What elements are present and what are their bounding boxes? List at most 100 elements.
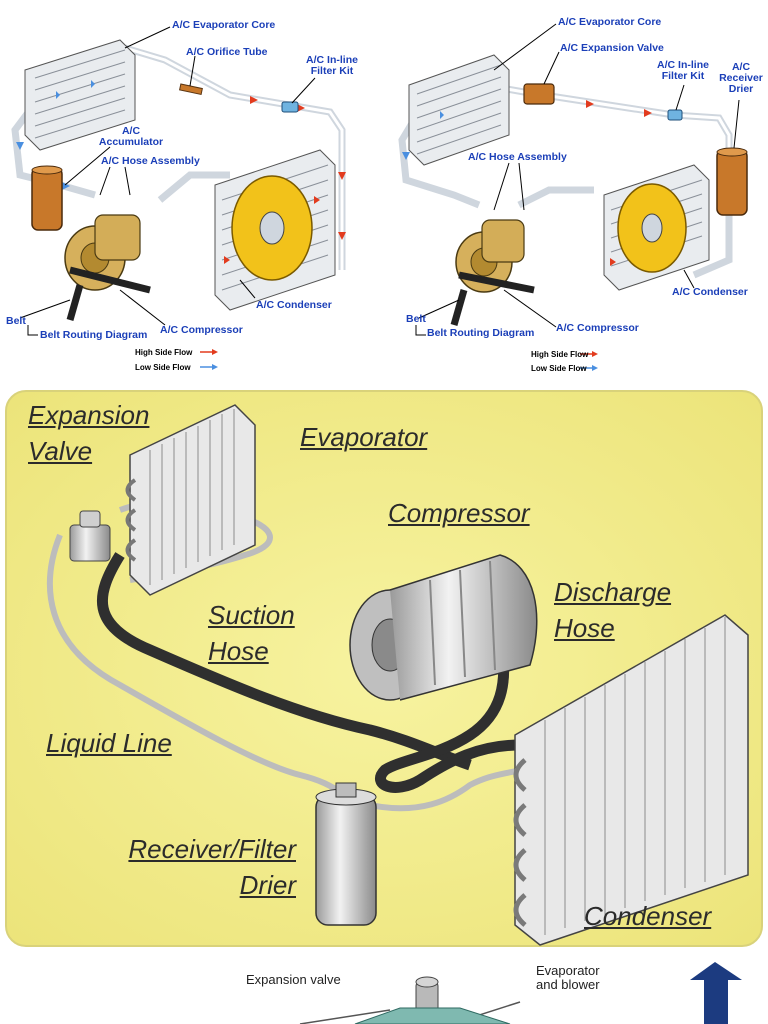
inline-filter	[667, 109, 683, 121]
airflow-arrow-icon	[690, 962, 742, 1024]
high-flow-arrow	[338, 172, 346, 180]
legend-high-arrow	[212, 349, 218, 355]
label-evaporator-core: A/C Evaporator Core	[172, 19, 276, 31]
leader-line-hose-assembly	[518, 162, 525, 211]
label-liquid-line: Liquid Line	[46, 728, 172, 758]
label-accumulator-line1: A/C	[121, 125, 141, 137]
label-inline-filter-line2: Filter Kit	[661, 70, 705, 82]
leader-line-evaporator-core	[493, 23, 557, 71]
leader-line-accumulator	[64, 146, 111, 186]
label-belt-routing-diagram: Belt Routing Diagram	[40, 329, 148, 341]
high-side-tube-highlight	[483, 83, 731, 150]
label-expansion-line1: Expansion	[28, 400, 150, 430]
condenser-outlet-tube	[692, 215, 733, 279]
leader-line-inline-filter	[675, 84, 685, 111]
discharge-tube	[517, 186, 594, 209]
legend-high-side-flow: High Side Flow	[531, 350, 589, 359]
label-inline-filter-kit: A/C In-line Filter Kit	[653, 60, 713, 82]
ac-system-drawing	[5, 390, 763, 947]
orifice-tube	[179, 83, 203, 96]
label-compressor: A/C Compressor	[556, 322, 639, 334]
condenser	[513, 614, 749, 946]
compressor	[64, 214, 151, 321]
leader-line-expansion-valve	[299, 1009, 391, 1024]
label-receiver-line1: Receiver/Filter	[128, 834, 296, 864]
label-condenser: Condenser	[584, 901, 712, 931]
label-suction-hose: Suction Hose	[208, 597, 295, 669]
compressor	[349, 554, 538, 701]
low-flow-arrow	[402, 152, 410, 160]
low-side-tube	[11, 107, 96, 199]
evaporator-core	[24, 39, 136, 151]
leader-line-orifice-tube	[189, 55, 196, 87]
condenser	[214, 149, 336, 311]
compressor	[450, 219, 535, 326]
legend-high-side-flow: High Side Flow	[135, 348, 193, 357]
legend-low-side-flow: Low Side Flow	[135, 363, 191, 372]
discharge-hose	[375, 633, 521, 793]
liquid-line	[47, 533, 347, 798]
label-expansion-valve: Expansion Valve	[28, 397, 149, 469]
leader-line-receiver-drier	[733, 99, 740, 149]
label-receiver-line1: A/C	[731, 61, 751, 73]
legend-low-side-flow: Low Side Flow	[531, 364, 587, 373]
leader-line-hose-assembly	[493, 162, 510, 211]
legend-high-arrow	[592, 351, 598, 357]
label-discharge-line1: Discharge	[554, 577, 672, 607]
label-belt: Belt	[406, 313, 426, 325]
leader-line-belt-routing	[27, 325, 38, 336]
low-flow-arrow	[62, 182, 70, 190]
low-flow-arrow	[16, 142, 24, 150]
label-discharge-hose: Discharge Hose	[554, 574, 671, 646]
label-accumulator-line2: Accumulator	[98, 136, 164, 148]
label-expansion-valve: Expansion valve	[246, 972, 341, 987]
expansion-valve-detail-diagram: Expansion valve Evaporator and blower	[0, 952, 768, 1024]
orifice-tube-system-diagram: A/C Evaporator Core A/C Orifice Tube A/C…	[0, 0, 384, 385]
label-condenser: A/C Condenser	[256, 299, 332, 311]
leader-line-belt	[19, 299, 71, 319]
label-condenser: A/C Condenser	[672, 286, 748, 298]
expansion-valve-detail-drawing	[299, 962, 742, 1024]
label-evaporator-line2: and blower	[536, 977, 600, 992]
evaporator	[125, 404, 256, 596]
label-hose-assembly: A/C Hose Assembly	[101, 155, 200, 167]
label-orifice-tube: A/C Orifice Tube	[186, 46, 268, 58]
accumulator	[31, 165, 63, 231]
leader-line-hose-assembly	[99, 166, 111, 196]
legend-low-arrow	[212, 364, 218, 370]
condenser	[603, 164, 710, 291]
label-receiver-line2: Receiver	[719, 72, 763, 84]
leader-line-hose-assembly	[124, 166, 131, 196]
label-receiver-drier: A/C Receiver Drier	[716, 62, 766, 95]
leader-line-belt	[418, 299, 460, 319]
high-flow-arrow	[586, 100, 594, 108]
leader-line-condenser	[683, 269, 695, 289]
label-compressor: A/C Compressor	[160, 324, 243, 336]
leader-line-evaporator-core	[124, 26, 171, 49]
label-accumulator: A/C Accumulator	[96, 126, 166, 148]
label-inline-filter-line1: A/C In-line	[657, 59, 709, 71]
label-inline-filter-line2: Filter Kit	[310, 65, 354, 77]
label-receiver-filter-drier: Receiver/Filter Drier	[96, 831, 296, 903]
leader-line-inline-filter	[291, 77, 316, 104]
leader-line-condenser	[239, 279, 256, 299]
condenser-to-drier-line	[369, 767, 521, 812]
discharge-tube	[157, 171, 230, 203]
high-side-tube-highlight	[124, 46, 344, 270]
label-suction-line1: Suction	[208, 600, 295, 630]
label-belt-routing-diagram: Belt Routing Diagram	[427, 327, 535, 339]
expansion-valve	[523, 83, 555, 105]
label-evaporator-and-blower: Evaporator and blower	[536, 964, 600, 992]
label-receiver-line2: Drier	[239, 870, 296, 900]
receiver-drier	[716, 147, 748, 216]
high-flow-arrow	[250, 96, 258, 104]
label-inline-filter-kit: A/C In-line Filter Kit	[302, 55, 362, 77]
high-flow-arrow	[297, 104, 305, 112]
label-belt: Belt	[6, 315, 26, 327]
label-discharge-line2: Hose	[554, 613, 615, 643]
label-suction-line2: Hose	[208, 636, 269, 666]
label-expansion-valve: A/C Expansion Valve	[560, 42, 664, 54]
orifice-tube-system-drawing	[11, 26, 346, 370]
high-flow-arrow	[644, 109, 652, 117]
label-expansion-line2: Valve	[28, 436, 93, 466]
